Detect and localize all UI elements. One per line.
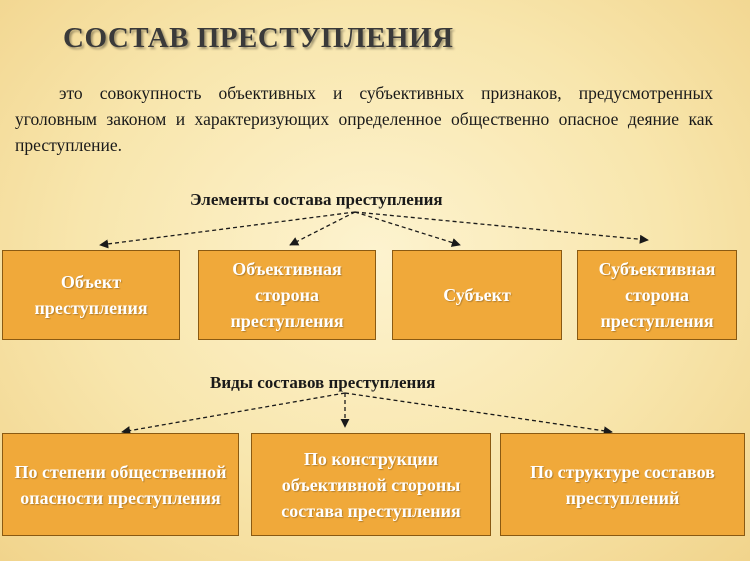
type-structure-box: По структуре составов преступлений: [500, 433, 745, 536]
elements-label: Элементы состава преступления: [190, 190, 443, 209]
definition-text: это совокупность объективных и субъектив…: [15, 83, 713, 155]
element-object-label: Объект преступления: [34, 272, 148, 318]
type-construction-box: По конструкции объективной стороны соста…: [251, 433, 491, 536]
element-objective-side-label: Объективная сторона преступления: [230, 259, 344, 331]
arrow-to-subject: [354, 211, 461, 247]
arrow-to-danger-degree: [121, 392, 346, 436]
page-title: СОСТАВ ПРЕСТУПЛЕНИЯ: [63, 22, 454, 54]
type-construction-label: По конструкции объективной стороны соста…: [281, 448, 461, 521]
element-subjective-side-box: Субъективная сторона преступления: [577, 250, 737, 340]
element-object-box: Объект преступления: [2, 250, 180, 340]
types-label: Виды составов преступления: [210, 373, 436, 392]
arrow-to-structure: [344, 392, 613, 436]
type-structure-label: По структуре составов преступлений: [530, 461, 715, 508]
element-objective-side-box: Объективная сторона преступления: [198, 250, 376, 340]
arrow-to-object: [99, 211, 356, 249]
arrow-to-subjective-side: [354, 211, 649, 244]
type-danger-degree-label: По степени общественной опасности престу…: [14, 461, 227, 508]
type-danger-degree-box: По степени общественной опасности престу…: [2, 433, 239, 536]
element-subject-label: Субъект: [443, 285, 511, 305]
element-subjective-side-label: Субъективная сторона преступления: [598, 259, 716, 331]
arrow-to-objective-side: [289, 211, 356, 246]
element-subject-box: Субъект: [392, 250, 562, 340]
